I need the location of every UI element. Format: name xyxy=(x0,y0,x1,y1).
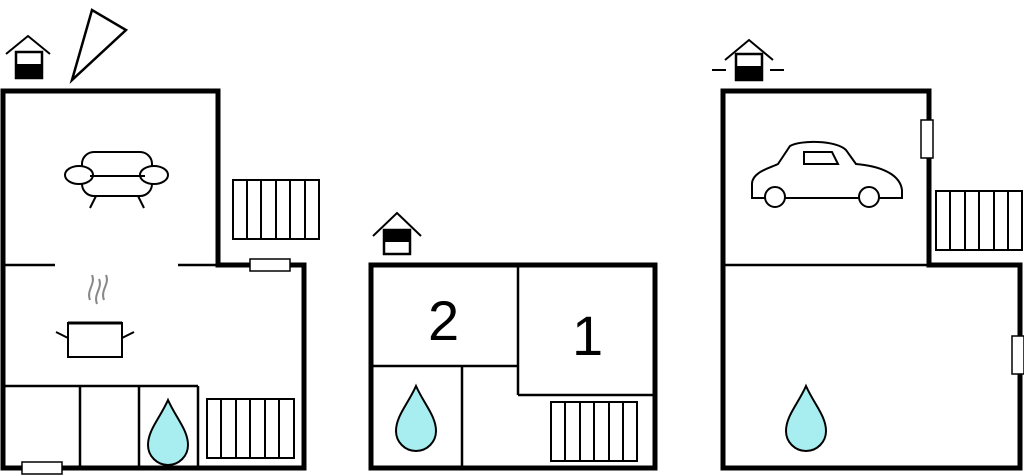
floor-left-outer-walls xyxy=(0,88,307,471)
cooking-pot-icon xyxy=(55,274,135,358)
window xyxy=(249,258,291,272)
water-drop-icon xyxy=(394,383,438,452)
floor-left xyxy=(0,8,320,475)
floor-right-outer-walls xyxy=(720,88,1023,471)
window xyxy=(920,119,934,159)
stairs-icon xyxy=(550,401,638,462)
window xyxy=(1011,335,1024,375)
room-label-2: 2 xyxy=(428,289,459,352)
car-icon xyxy=(751,140,903,208)
water-drop-icon xyxy=(146,397,190,466)
floor-right xyxy=(712,38,1024,471)
room-label-1: 1 xyxy=(572,304,603,367)
floor-middle: 2 1 xyxy=(368,211,658,471)
stairs-icon xyxy=(935,190,1023,251)
water-drop-icon xyxy=(784,383,828,452)
stairs-icon xyxy=(206,398,295,459)
level-house-icon xyxy=(5,34,51,80)
level-house-icon xyxy=(372,211,422,256)
stairs-icon xyxy=(232,179,320,240)
sofa-icon xyxy=(64,151,169,209)
level-house-icon xyxy=(712,38,784,82)
north-arrow-icon xyxy=(69,8,129,84)
window xyxy=(21,461,63,475)
